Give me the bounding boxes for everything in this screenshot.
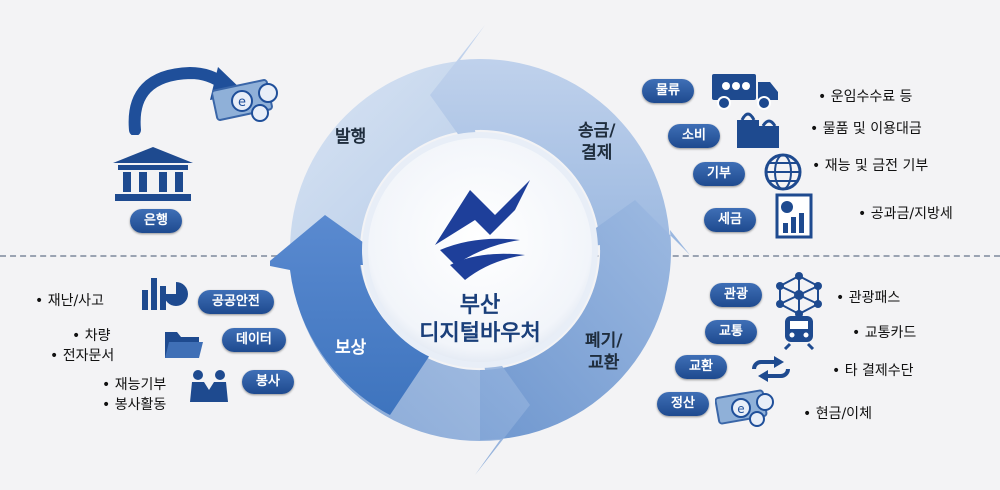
money-icon-bank: e: [212, 79, 278, 122]
busan-logo: [435, 180, 530, 280]
people-icon: [190, 370, 228, 402]
tag-data: 데이터: [222, 328, 286, 352]
cycle-label-dispose-line1: 폐기/: [585, 331, 623, 351]
bank-pill: 은행: [130, 209, 182, 233]
desc-consumption: • 물품 및 이용대금: [810, 121, 922, 137]
tag-settlement: 정산: [657, 392, 709, 416]
exchange-icon: [752, 356, 790, 382]
train-icon: [783, 316, 815, 350]
tag-exchange: 교환: [675, 355, 727, 379]
cycle-label-dispose-line2: 교환: [588, 353, 620, 373]
desc-talent-donation: • 재능기부: [102, 377, 167, 393]
desc-tax: • 공과금/지방세: [858, 206, 953, 222]
desc-settlement: • 현금/이체: [803, 406, 872, 422]
bank-icon: [113, 147, 193, 201]
desc-e-document: • 전자문서: [50, 348, 115, 364]
tag-transport: 교통: [705, 320, 757, 344]
desc-transport: • 교통카드: [852, 325, 917, 341]
cycle-label-transfer-line1: 송금/: [578, 121, 616, 141]
segment-issue: [290, 60, 480, 250]
cycle-label-issue: 발행: [335, 127, 367, 147]
tag-public-safety: 공공안전: [198, 290, 274, 314]
tag-volunteer: 봉사: [242, 370, 294, 394]
desc-donation: • 재능 및 금전 기부: [812, 158, 929, 174]
cycle-label-transfer: 송금/ 결제: [578, 120, 616, 164]
shopping-bag-icon: [737, 112, 779, 148]
svg-text:e: e: [737, 402, 744, 416]
svg-text:e: e: [238, 95, 246, 110]
desc-exchange: • 타 결제수단: [832, 363, 914, 379]
tag-tourism: 관광: [710, 283, 762, 307]
tag-consumption: 소비: [668, 124, 720, 148]
tag-logistics: 물류: [642, 79, 694, 103]
tag-donation: 기부: [693, 162, 745, 186]
segment-dispose: [480, 200, 690, 441]
center-title-line1: 부산: [459, 293, 501, 318]
folder-icon: [165, 332, 203, 358]
tag-tax: 세금: [704, 208, 756, 232]
segment-transfer: [430, 25, 671, 250]
network-icon: [776, 272, 822, 318]
desc-logistics: • 운임수수료 등: [818, 89, 913, 105]
desc-volunteer: • 봉사활동: [102, 397, 167, 413]
desc-tourism: • 관광패스: [836, 290, 901, 306]
document-chart-icon: [775, 193, 813, 239]
center-title: 부산 디지털바우처: [395, 292, 565, 348]
cycle-ring: [270, 25, 690, 475]
chart-icon: [142, 278, 188, 310]
desc-vehicle: • 차량: [72, 328, 111, 344]
center-title-line2: 디지털바우처: [419, 321, 541, 346]
globe-icon: [764, 153, 802, 191]
cycle-label-dispose: 폐기/ 교환: [585, 330, 623, 374]
truck-icon: [712, 74, 778, 110]
cycle-label-transfer-line2: 결제: [581, 143, 613, 163]
desc-public-safety: • 재난/사고: [35, 293, 104, 309]
cycle-label-reward: 보상: [335, 338, 367, 358]
money-icon: e: [715, 389, 774, 427]
